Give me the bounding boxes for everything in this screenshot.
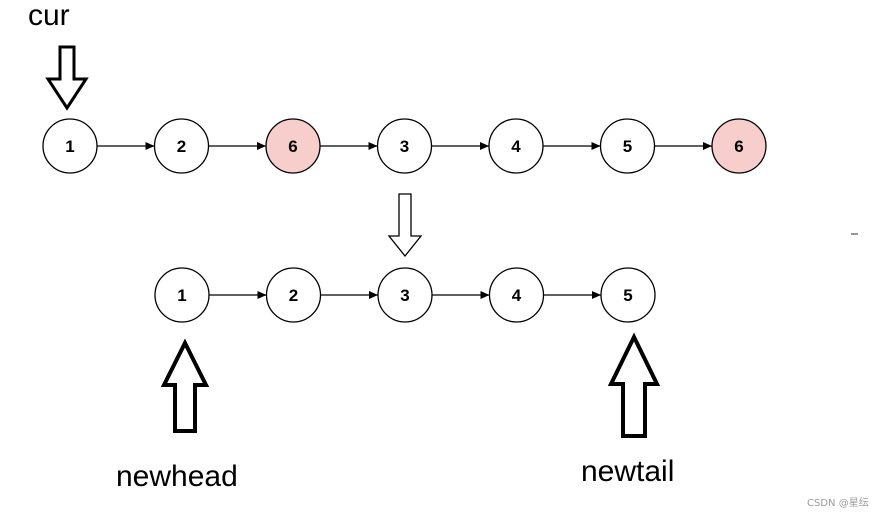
list-node: 5 <box>599 118 656 174</box>
node-value: 6 <box>734 137 743 156</box>
list-node: 2 <box>153 118 210 174</box>
node-circle <box>599 118 656 174</box>
node-circle <box>153 118 210 174</box>
watermark: CSDN @星纭 <box>807 497 869 509</box>
node-value: 4 <box>512 286 522 305</box>
newhead-label: newhead <box>116 460 238 493</box>
cur-pointer-arrow <box>45 45 89 111</box>
result-list: 1 2 3 4 5 <box>154 267 656 323</box>
newtail-label: newtail <box>581 455 674 488</box>
node-circle <box>376 118 433 174</box>
node-value: 5 <box>623 137 632 156</box>
node-circle <box>265 267 322 323</box>
list-node: 5 <box>600 267 656 323</box>
list-node: 3 <box>377 267 433 323</box>
list-node: 3 <box>376 118 433 174</box>
transform-down-arrow <box>387 193 423 258</box>
node-circle <box>488 267 545 323</box>
list-node-removed: 6 <box>265 118 321 174</box>
node-circle <box>154 267 210 323</box>
node-circle <box>711 118 767 174</box>
node-value: 4 <box>511 137 521 156</box>
cur-label: cur <box>28 0 70 32</box>
node-value: 3 <box>400 286 409 305</box>
newhead-pointer-arrow <box>160 338 210 433</box>
node-circle <box>488 118 544 174</box>
list-node-removed: 6 <box>711 118 767 174</box>
node-value: 2 <box>177 137 186 156</box>
node-value: 5 <box>623 286 632 305</box>
newtail-pointer-arrow <box>607 332 661 438</box>
list-node: 4 <box>488 267 545 323</box>
node-circle <box>600 267 656 323</box>
node-circle <box>265 118 321 174</box>
list-node: 2 <box>265 267 322 323</box>
list-node: 1 <box>42 118 98 174</box>
node-value: 3 <box>400 137 409 156</box>
node-circle <box>377 267 433 323</box>
node-value: 1 <box>65 137 74 156</box>
node-circle <box>42 118 98 174</box>
list-node: 1 <box>154 267 210 323</box>
node-value: 1 <box>177 286 186 305</box>
list-node: 4 <box>488 118 544 174</box>
original-list: 1 2 6 3 4 5 6 <box>42 118 767 174</box>
node-value: 2 <box>289 286 298 305</box>
node-value: 6 <box>288 137 297 156</box>
